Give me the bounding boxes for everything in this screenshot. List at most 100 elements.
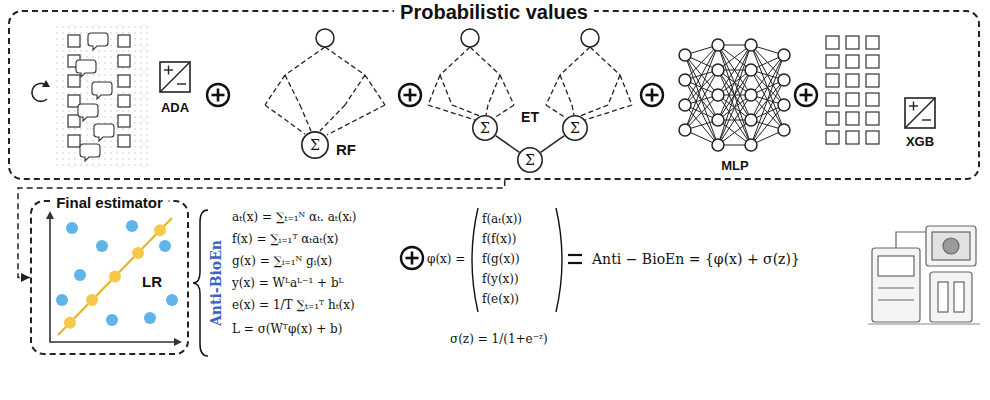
random-forest-tree-part <box>265 47 385 135</box>
vector-bracket <box>556 208 562 312</box>
xgb-grid-part <box>826 131 839 144</box>
ada-illustration-part <box>118 135 130 147</box>
plus-symbol-part <box>401 247 423 269</box>
xgb-grid-part <box>846 112 859 125</box>
model-label: XGB <box>906 135 934 150</box>
scatter-plot-part <box>64 224 166 328</box>
ada-illustration-part <box>118 35 130 47</box>
lab-equipment-part <box>878 256 914 276</box>
equals-symbol <box>568 255 582 263</box>
scatter-plot-part-part <box>166 294 178 306</box>
xgb-grid-part <box>866 112 879 125</box>
model-label: LR <box>142 273 162 290</box>
panel-heading: Final estimator <box>50 194 169 211</box>
xgb-grid-part <box>826 55 839 68</box>
sum-circle: Σ <box>562 115 588 141</box>
ada-illustration-part <box>68 75 80 87</box>
mlp-network-part-part <box>679 124 691 136</box>
xgb-grid-part <box>922 119 931 120</box>
ada-illustration-part <box>118 95 130 107</box>
scatter-plot-part-part <box>154 224 166 236</box>
mlp-network-part-part <box>712 39 724 51</box>
mlp-network-part-part <box>712 139 724 151</box>
xgb-grid-part <box>866 36 879 49</box>
xgb-grid-part <box>826 74 839 87</box>
mlp-network-part-part <box>745 139 757 151</box>
equals-symbol-part <box>568 262 582 264</box>
mlp-network-part-part <box>745 39 757 51</box>
lab-equipment-part <box>932 232 970 260</box>
mlp-network-part-part <box>679 99 691 111</box>
sum-symbol: Σ <box>310 138 320 152</box>
model-label: ADA <box>161 101 189 116</box>
xgb-grid-part <box>913 102 914 111</box>
model-label: RF <box>336 141 356 158</box>
xgb-grid-part <box>866 93 879 106</box>
ada-illustration-part <box>118 75 130 87</box>
vector-entry: f(g(x)) <box>482 253 520 267</box>
model-label: MLP <box>721 159 748 174</box>
vertical-title: Anti-BioEn <box>208 240 224 326</box>
xgb-grid-part <box>866 131 879 144</box>
ada-illustration-part <box>68 115 80 127</box>
arrow-head <box>21 273 30 282</box>
mlp-network-part-part <box>679 49 691 61</box>
group-panel: Probabilistic valuesΣΣΣΣ <box>8 10 980 180</box>
vector-entry: f(aₜ(x)) <box>482 213 522 227</box>
scatter-plot-part-part <box>159 240 171 252</box>
ada-illustration-part <box>88 33 108 50</box>
circle-outline <box>473 116 497 140</box>
ada-illustration-part <box>68 35 80 47</box>
lab-equipment-part <box>926 226 976 266</box>
sum-circle: Σ <box>517 147 543 173</box>
xgb-grid <box>826 36 935 144</box>
mlp-network-part-part <box>712 114 724 126</box>
mlp-network-part-part <box>745 64 757 76</box>
connector <box>18 180 505 278</box>
mlp-network-part <box>685 45 784 145</box>
circle-outline <box>518 148 542 172</box>
sum-symbol: Σ <box>525 153 535 167</box>
ada-illustration-part <box>118 55 130 67</box>
lab-equipment-part <box>868 323 980 324</box>
circle-outline <box>302 132 328 158</box>
mlp-network-part <box>679 39 790 151</box>
mlp-network-part-part <box>745 89 757 101</box>
mlp-network-part-part <box>778 49 790 61</box>
mlp-network-part-part <box>778 124 790 136</box>
scatter-plot-part-part <box>66 222 78 234</box>
lab-equipment-part <box>938 282 948 312</box>
scatter-plot-part-part <box>126 220 138 232</box>
estimator-panel: Final estimator <box>30 200 189 355</box>
scatter-plot-part <box>174 338 182 346</box>
lab-equipment-part <box>930 272 972 322</box>
formula: L = σ(Wᵀφ(x) + b) <box>232 323 342 337</box>
ada-illustration-part <box>94 124 114 141</box>
mlp-network-part-part <box>778 74 790 86</box>
scatter-plot-part <box>56 220 178 326</box>
xgb-grid-part <box>846 36 859 49</box>
ada-illustration-part <box>177 83 186 84</box>
ada-illustration-part <box>68 135 80 147</box>
scatter-plot-part-part <box>96 240 108 252</box>
connector <box>541 136 565 153</box>
formula: e(x) = 1/T ∑ₜ₌₁ᵀ hₜ(x) <box>232 299 355 313</box>
formula: σ(z) = 1/(1+e⁻ᶻ) <box>450 333 548 347</box>
xgb-grid-part <box>905 98 935 128</box>
scatter-plot-part-part <box>106 314 118 326</box>
formula: y(x) = Wᴸaᴸ⁻¹ + bᴸ <box>232 277 344 291</box>
formula: aₜ(x) = ∑ₜ₌₁ᴺ αₜ. aₜ(xᵢ) <box>232 211 356 225</box>
xgb-grid-part <box>866 55 879 68</box>
xgb-grid-part <box>826 93 839 106</box>
xgb-grid-part <box>846 74 859 87</box>
ada-illustration-part <box>168 66 169 75</box>
scatter-plot <box>46 211 182 346</box>
ada-illustration-part <box>118 115 130 127</box>
scatter-plot-part <box>46 211 54 219</box>
xgb-grid-part <box>846 93 859 106</box>
vector-entry: f(f(x)) <box>482 233 516 247</box>
plus-symbol <box>207 84 817 269</box>
mlp-network-part-part <box>679 74 691 86</box>
mlp-network-part-part <box>745 114 757 126</box>
